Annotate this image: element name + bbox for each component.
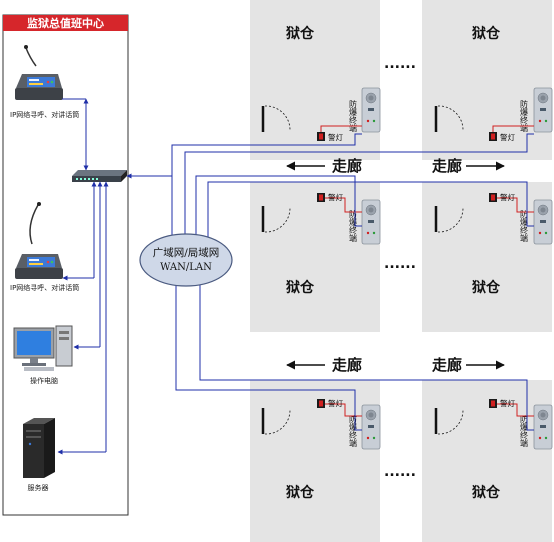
network-links <box>171 133 534 431</box>
lamp-wires <box>320 125 534 417</box>
warning-lamp-icon <box>317 193 325 202</box>
terminal-label: 防爆终端 <box>520 414 529 448</box>
warning-lamp-icon <box>489 193 497 202</box>
door-icons <box>261 105 464 435</box>
device-label-mic-1: IP网络寻呼、对讲话筒 <box>10 110 79 119</box>
cell-label: 狱仓 <box>285 484 315 501</box>
network-label-cn: 广域网/局域网 <box>153 246 220 259</box>
explosion-proof-terminal-icon <box>533 199 553 245</box>
terminal-label: 防爆终端 <box>520 209 529 243</box>
lamp-label: 警灯 <box>328 398 343 408</box>
corridor-label: 走廊 <box>432 356 462 374</box>
lamp-label: 警灯 <box>500 192 515 202</box>
lamp-label: 警灯 <box>500 398 515 408</box>
wan-lan-cloud: 广域网/局域网 WAN/LAN <box>139 233 233 287</box>
corridor-upper: 走廊 走廊 <box>286 157 505 175</box>
lamp-label: 警灯 <box>328 192 343 202</box>
ellipsis-dots: ...... <box>384 256 416 272</box>
explosion-proof-terminal-icon <box>533 87 553 133</box>
ellipsis-dots: ...... <box>384 464 416 480</box>
device-label-mic-2: IP网络寻呼、对讲话筒 <box>10 283 79 292</box>
cell-label: 狱仓 <box>471 25 501 42</box>
explosion-proof-terminal-icon <box>361 404 381 450</box>
cell-label: 狱仓 <box>471 484 501 501</box>
desk-microphone-icon <box>15 202 63 279</box>
device-label-computer: 操作电脑 <box>30 376 58 385</box>
warning-lamp-icon <box>317 132 325 141</box>
explosion-proof-terminal-icon <box>533 404 553 450</box>
cell-rooms <box>250 0 552 542</box>
network-switch-icon <box>72 170 127 182</box>
desk-microphone-icon <box>15 45 63 100</box>
corridor-lower: 走廊 走廊 <box>286 356 505 374</box>
warning-lamp-icon <box>489 399 497 408</box>
terminal-label: 防爆终端 <box>520 99 529 133</box>
ellipsis-dots: ...... <box>384 56 416 72</box>
terminal-labels: 防爆终端 防爆终端 防爆终端 防爆终端 防爆终端 防爆终端 <box>349 99 529 448</box>
explosion-proof-terminal-icon <box>361 199 381 245</box>
server-icon <box>23 418 55 478</box>
terminal-label: 防爆终端 <box>349 209 358 243</box>
cell-label: 狱仓 <box>285 279 315 296</box>
control-center-header <box>3 15 128 31</box>
terminal-label: 防爆终端 <box>349 414 358 448</box>
cell-label: 狱仓 <box>285 25 315 42</box>
corridor-label: 走廊 <box>332 356 362 374</box>
lamp-label: 警灯 <box>328 132 343 142</box>
warning-lamp-icon <box>489 132 497 141</box>
terminal-label: 防爆终端 <box>349 99 358 133</box>
device-label-server: 服务器 <box>28 483 49 492</box>
lamp-label: 警灯 <box>500 132 515 142</box>
corridor-label: 走廊 <box>432 157 462 175</box>
control-center-title: 监狱总值班中心 <box>27 16 104 30</box>
warning-lamp-icon <box>317 399 325 408</box>
corridor-label: 走廊 <box>332 157 362 175</box>
explosion-proof-terminal-icon <box>361 87 381 133</box>
network-label-en: WAN/LAN <box>160 262 212 273</box>
computer-icon <box>13 325 73 371</box>
cell-label: 狱仓 <box>471 279 501 296</box>
